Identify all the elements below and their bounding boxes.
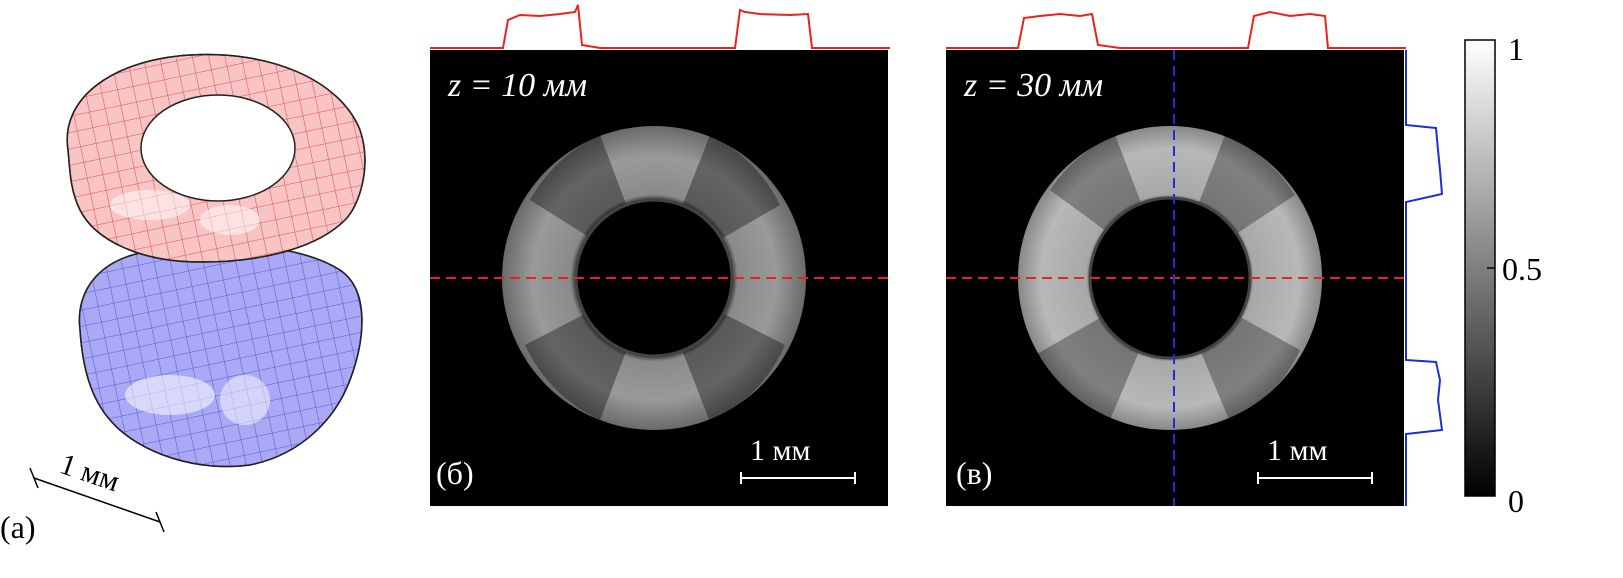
panel-c-scale-label: 1 мм [1267, 434, 1327, 467]
panel-b: z = 10 мм (б) 1 мм [430, 4, 890, 506]
panel-c: z = 30 мм (в) 1 мм [946, 10, 1444, 506]
panel-b-label: (б) [436, 455, 474, 491]
panel-b-horizontal-profile [430, 4, 890, 49]
panel-b-z-label: z = 10 мм [447, 67, 587, 104]
panel-a-label: (a) [0, 509, 36, 545]
colorbar: 1 0.5 0 [1464, 31, 1542, 519]
panel-c-z-label: z = 30 мм [963, 67, 1103, 104]
panel-a-scale-label: 1 мм [56, 447, 124, 498]
panel-c-horizontal-profile [946, 10, 1406, 49]
panel-a: 1 мм (a) [0, 53, 366, 545]
panel-c-scale-bar [1257, 472, 1373, 484]
panel-c-vertical-profile [1405, 50, 1444, 506]
panel-b-scale-label: 1 мм [750, 434, 810, 467]
panel-a-scale-bar [29, 467, 165, 533]
panel-c-label: (в) [956, 455, 992, 491]
colorbar-tick-mid: 0.5 [1502, 251, 1542, 287]
top-surface-hole [140, 94, 296, 202]
colorbar-tick-min: 0 [1508, 483, 1524, 519]
colorbar-tick-max: 1 [1508, 31, 1524, 67]
panel-b-scale-bar [740, 472, 856, 484]
